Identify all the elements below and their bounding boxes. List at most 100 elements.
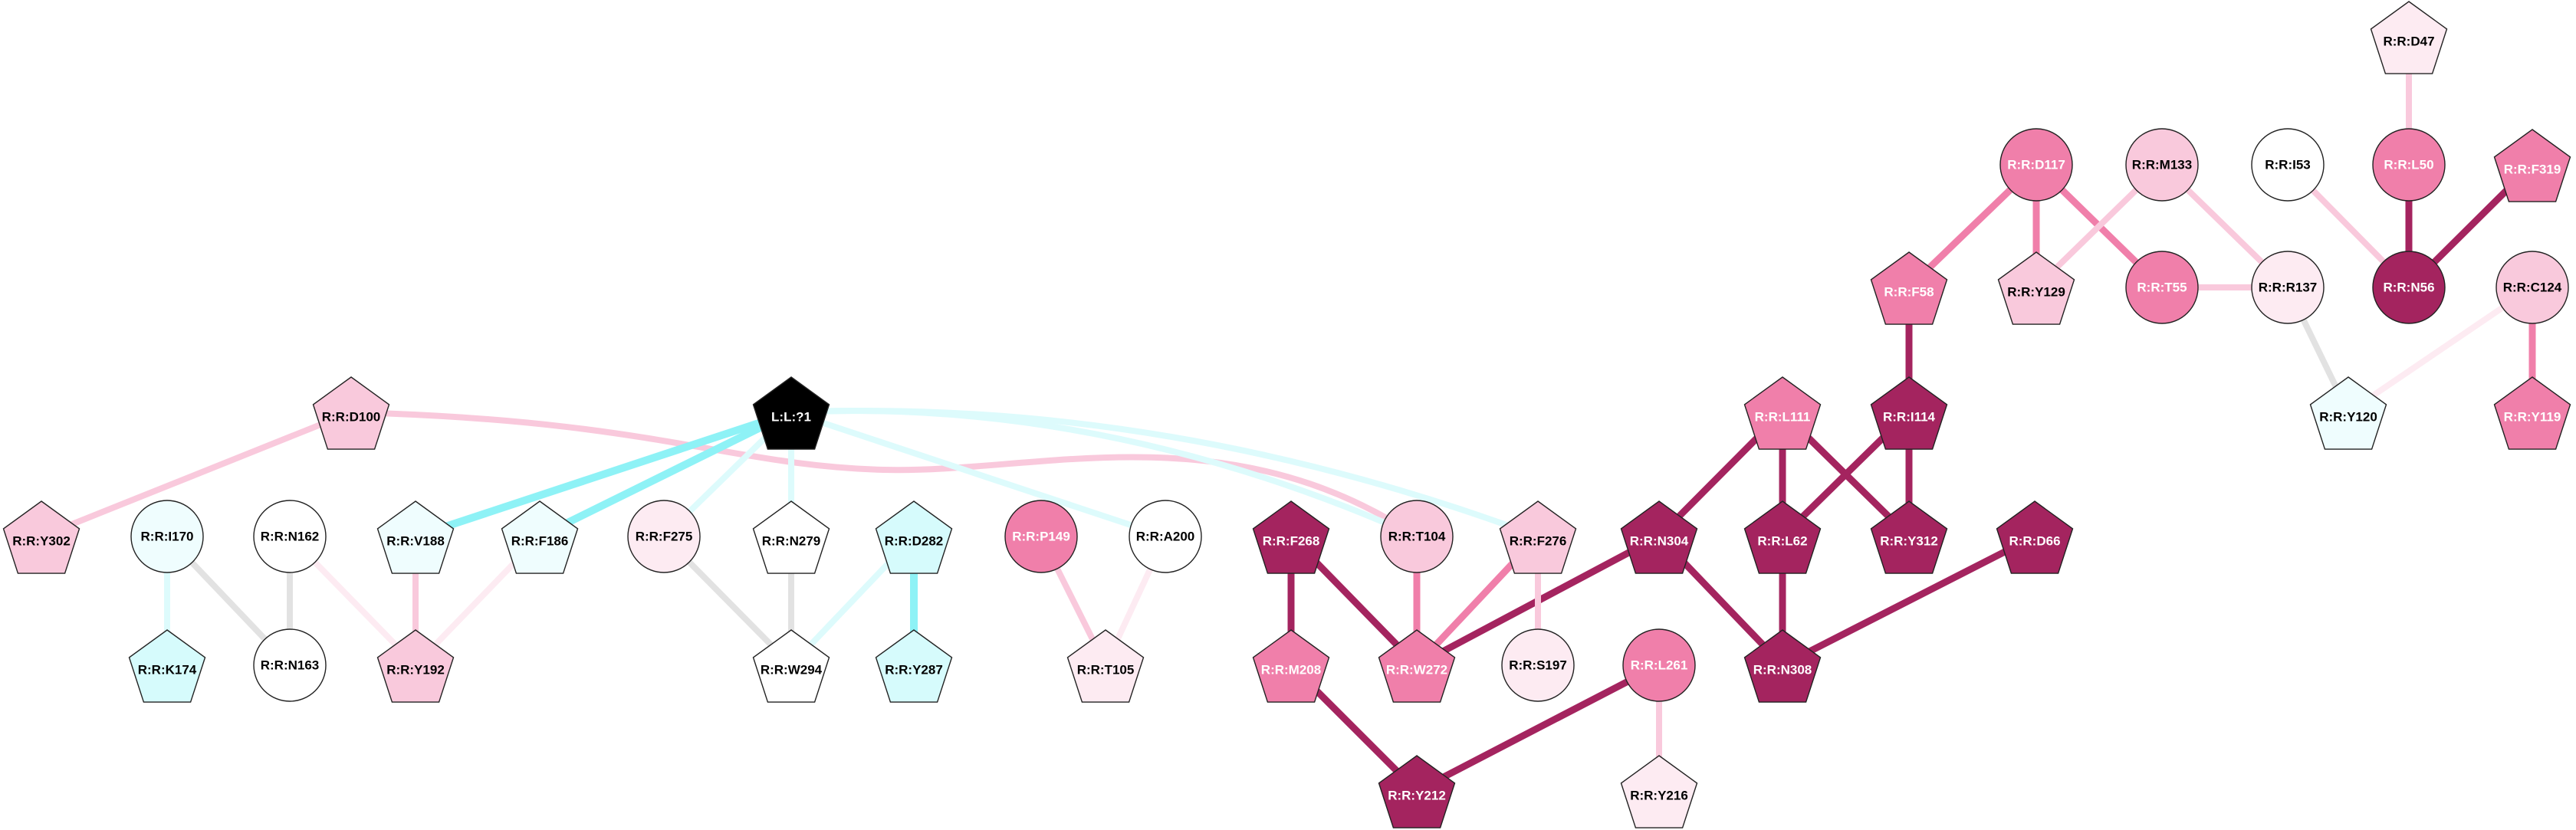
node-label-y216: R:R:Y216 (1630, 789, 1688, 803)
node-l50[interactable]: R:R:L50 (2372, 128, 2446, 202)
node-label-r137: R:R:R137 (2259, 280, 2318, 295)
node-shape-y192 (376, 629, 455, 703)
node-y302[interactable]: R:R:Y302 (2, 500, 80, 574)
node-f275[interactable]: R:R:F275 (627, 500, 701, 573)
node-i53[interactable]: R:R:I53 (2251, 128, 2325, 202)
node-label-f275: R:R:F275 (636, 530, 693, 544)
node-label-l261: R:R:L261 (1631, 658, 1688, 673)
node-y119[interactable]: R:R:Y119 (2493, 376, 2571, 450)
edge-c124-y120 (2345, 284, 2535, 415)
node-n162[interactable]: R:R:N162 (253, 500, 327, 573)
node-m133[interactable]: R:R:M133 (2125, 128, 2199, 202)
node-f319[interactable]: R:R:F319 (2493, 129, 2571, 202)
node-label-v188: R:R:V188 (386, 534, 445, 549)
node-t105[interactable]: R:R:T105 (1066, 629, 1145, 703)
edge-d100-t104 (348, 409, 1420, 540)
node-shape-m208 (1252, 629, 1330, 703)
node-label-t55: R:R:T55 (2137, 280, 2187, 295)
node-label-w294: R:R:W294 (761, 663, 823, 677)
node-i114[interactable]: R:R:I114 (1870, 376, 1948, 450)
node-d282[interactable]: R:R:D282 (875, 500, 953, 574)
node-d117[interactable]: R:R:D117 (1999, 128, 2073, 202)
node-f268[interactable]: R:R:F268 (1252, 500, 1330, 574)
node-w294[interactable]: R:R:W294 (752, 629, 830, 703)
node-label-f319: R:R:F319 (2504, 162, 2561, 177)
node-shape-y119 (2493, 376, 2571, 450)
node-y120[interactable]: R:R:Y120 (2309, 376, 2387, 450)
node-label-y302: R:R:Y302 (12, 534, 71, 549)
node-a200[interactable]: R:R:A200 (1129, 500, 1202, 573)
node-label-c124: R:R:C124 (2503, 280, 2562, 295)
node-shape-v188 (376, 500, 455, 574)
node-shape-y216 (1620, 755, 1698, 828)
node-f186[interactable]: R:R:F186 (501, 500, 579, 574)
node-l62[interactable]: R:R:L62 (1743, 500, 1822, 574)
node-k174[interactable]: R:R:K174 (128, 629, 206, 703)
node-l111[interactable]: R:R:L111 (1743, 376, 1822, 450)
node-y129[interactable]: R:R:Y129 (1997, 251, 2075, 325)
node-d47[interactable]: R:R:D47 (2370, 1, 2448, 74)
node-label-n163: R:R:N163 (261, 658, 320, 673)
node-shape-d100 (312, 376, 390, 450)
node-label-t105: R:R:T105 (1077, 663, 1135, 677)
node-label-f186: R:R:F186 (511, 534, 569, 549)
node-y216[interactable]: R:R:Y216 (1620, 755, 1698, 828)
node-d66[interactable]: R:R:D66 (1996, 500, 2074, 574)
node-y287[interactable]: R:R:Y287 (875, 629, 953, 703)
node-shape-w272 (1378, 629, 1456, 703)
node-n308[interactable]: R:R:N308 (1743, 629, 1822, 703)
node-shape-t55 (2125, 251, 2199, 324)
node-shape-y302 (2, 500, 80, 574)
node-label-f58: R:R:F58 (1884, 285, 1934, 300)
node-d100[interactable]: R:R:D100 (312, 376, 390, 450)
node-f58[interactable]: R:R:F58 (1870, 251, 1948, 325)
node-shape-t104 (1380, 500, 1454, 573)
node-y192[interactable]: R:R:Y192 (376, 629, 455, 703)
node-shape-a200 (1129, 500, 1202, 573)
node-shape-n304 (1620, 500, 1698, 574)
node-label-n308: R:R:N308 (1753, 663, 1812, 677)
node-shape-l71 (752, 376, 830, 450)
node-label-d47: R:R:D47 (2383, 34, 2434, 49)
node-n56[interactable]: R:R:N56 (2372, 251, 2446, 324)
node-n304[interactable]: R:R:N304 (1620, 500, 1698, 574)
node-label-y129: R:R:Y129 (2007, 285, 2065, 300)
node-s197[interactable]: R:R:S197 (1501, 628, 1575, 702)
node-label-y212: R:R:Y212 (1388, 789, 1446, 803)
node-w272[interactable]: R:R:W272 (1378, 629, 1456, 703)
node-shape-f276 (1499, 500, 1577, 574)
node-f276[interactable]: R:R:F276 (1499, 500, 1577, 574)
node-n163[interactable]: R:R:N163 (253, 628, 327, 702)
node-shape-k174 (128, 629, 206, 703)
node-shape-r137 (2251, 251, 2325, 324)
node-shape-i53 (2251, 128, 2325, 202)
node-l261[interactable]: R:R:L261 (1622, 628, 1696, 702)
node-m208[interactable]: R:R:M208 (1252, 629, 1330, 703)
node-v188[interactable]: R:R:V188 (376, 500, 455, 574)
node-shape-f268 (1252, 500, 1330, 574)
node-r137[interactable]: R:R:R137 (2251, 251, 2325, 324)
node-y212[interactable]: R:R:Y212 (1378, 755, 1456, 828)
node-shape-c124 (2496, 251, 2569, 324)
edge-l71-f276 (788, 408, 1541, 540)
node-y312[interactable]: R:R:Y312 (1870, 500, 1948, 574)
node-i170[interactable]: R:R:I170 (130, 500, 204, 573)
node-t55[interactable]: R:R:T55 (2125, 251, 2199, 324)
edge-l71-f186 (536, 408, 795, 540)
node-shape-d117 (1999, 128, 2073, 202)
node-shape-n308 (1743, 629, 1822, 703)
node-t104[interactable]: R:R:T104 (1380, 500, 1454, 573)
node-n279[interactable]: R:R:N279 (752, 500, 830, 574)
node-p149[interactable]: R:R:P149 (1004, 500, 1078, 573)
node-l71[interactable]: L:L:?1 (752, 376, 830, 450)
node-c124[interactable]: R:R:C124 (2496, 251, 2569, 324)
node-label-y287: R:R:Y287 (885, 663, 943, 677)
node-label-d117: R:R:D117 (2007, 158, 2065, 172)
node-label-l71: L:L:?1 (771, 410, 811, 425)
node-shape-y287 (875, 629, 953, 703)
node-shape-d66 (1996, 500, 2074, 574)
node-label-i53: R:R:I53 (2265, 158, 2311, 172)
node-label-i170: R:R:I170 (141, 530, 194, 544)
node-shape-l111 (1743, 376, 1822, 450)
